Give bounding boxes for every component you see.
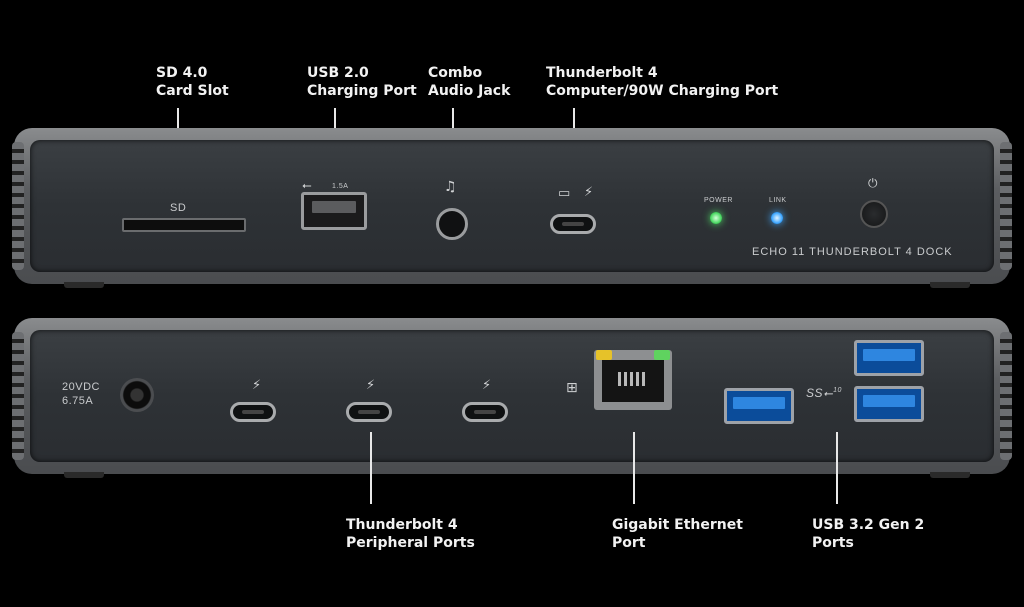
front-face — [30, 140, 994, 272]
dock-front — [12, 128, 1012, 284]
ss-speed: 10 — [833, 387, 842, 394]
leader-tb4-peripheral — [370, 432, 372, 504]
sd-slot-label: SD — [170, 202, 187, 214]
callout-line: Thunderbolt 4 — [546, 65, 658, 81]
leader-usb32 — [836, 432, 838, 504]
power-icon: ⏻ — [868, 176, 878, 190]
superspeed-logo: SS⭠10 — [806, 386, 842, 401]
callout-audio-jack: Combo Audio Jack — [428, 64, 510, 100]
sd-card-slot[interactable] — [122, 218, 246, 232]
callout-line: USB 2.0 — [307, 65, 369, 81]
callout-line: Charging Port — [307, 83, 417, 99]
usb20-charging-port[interactable] — [301, 192, 367, 230]
callout-usb20-port: USB 2.0 Charging Port — [307, 64, 417, 100]
dock-foot — [64, 472, 104, 478]
tb4-peripheral-port-2[interactable] — [346, 402, 392, 422]
callout-line: USB 3.2 Gen 2 — [812, 517, 925, 533]
callout-line: Peripheral Ports — [346, 535, 475, 551]
dc-input-rating: 20VDC 6.75A — [62, 380, 100, 408]
tb4-peripheral-port-3[interactable] — [462, 402, 508, 422]
callout-tb4-computer-port: Thunderbolt 4 Computer/90W Charging Port — [546, 64, 778, 100]
usb32-port-1[interactable] — [724, 388, 794, 424]
dc-power-jack[interactable] — [120, 378, 154, 412]
thunderbolt-icon: ⚡ — [584, 185, 594, 200]
usb32-port-2[interactable] — [854, 340, 924, 376]
callout-line: SD 4.0 — [156, 65, 208, 81]
dock-rear — [12, 318, 1012, 474]
dock-foot — [930, 472, 970, 478]
tb4-peripheral-port-1[interactable] — [230, 402, 276, 422]
cooling-fins-right — [1000, 332, 1012, 460]
callout-line: Thunderbolt 4 — [346, 517, 458, 533]
thunderbolt-icon: ⚡ — [366, 378, 376, 393]
dc-current: 6.75A — [62, 395, 94, 407]
callout-line: Ports — [812, 535, 854, 551]
link-led-label: LINK — [769, 197, 787, 204]
callout-sd-card-slot: SD 4.0 Card Slot — [156, 64, 229, 100]
power-led — [710, 212, 722, 224]
cooling-fins-left — [12, 332, 24, 460]
callout-ethernet-port: Gigabit Ethernet Port — [612, 516, 743, 552]
callout-line: Audio Jack — [428, 83, 511, 99]
cooling-fins-left — [12, 142, 24, 270]
dock-foot — [930, 282, 970, 288]
callout-line: Combo — [428, 65, 483, 81]
model-name: ECHO 11 THUNDERBOLT 4 DOCK — [752, 246, 953, 258]
laptop-icon: ▭ — [558, 186, 571, 201]
power-button[interactable] — [860, 200, 888, 228]
combo-audio-jack[interactable] — [436, 208, 468, 240]
callout-usb32-ports: USB 3.2 Gen 2 Ports — [812, 516, 924, 552]
power-led-label: POWER — [704, 197, 733, 204]
tb4-computer-port[interactable] — [550, 214, 596, 234]
callout-line: Port — [612, 535, 646, 551]
rear-face — [30, 330, 994, 462]
link-led — [771, 212, 783, 224]
ss-text: SS — [806, 386, 824, 400]
ethernet-link-led — [654, 350, 670, 360]
gigabit-ethernet-port[interactable] — [594, 350, 672, 410]
network-icon: ⊞ — [566, 380, 578, 396]
headset-icon: ♫ — [444, 179, 457, 195]
dock-foot — [64, 282, 104, 288]
dc-voltage: 20VDC — [62, 381, 100, 393]
callout-line: Card Slot — [156, 83, 229, 99]
usb-trident-icon: ⭠ — [302, 178, 312, 192]
callout-line: Computer/90W Charging Port — [546, 83, 779, 99]
ethernet-activity-led — [596, 350, 612, 360]
leader-ethernet — [633, 432, 635, 504]
usb32-port-3[interactable] — [854, 386, 924, 422]
thunderbolt-icon: ⚡ — [482, 378, 492, 393]
callout-tb4-peripheral-ports: Thunderbolt 4 Peripheral Ports — [346, 516, 475, 552]
usb-charge-rating: 1.5A — [332, 183, 349, 190]
callout-line: Gigabit Ethernet — [612, 517, 743, 533]
thunderbolt-icon: ⚡ — [252, 378, 262, 393]
cooling-fins-right — [1000, 142, 1012, 270]
usb-trident-icon: ⭠ — [823, 386, 834, 400]
